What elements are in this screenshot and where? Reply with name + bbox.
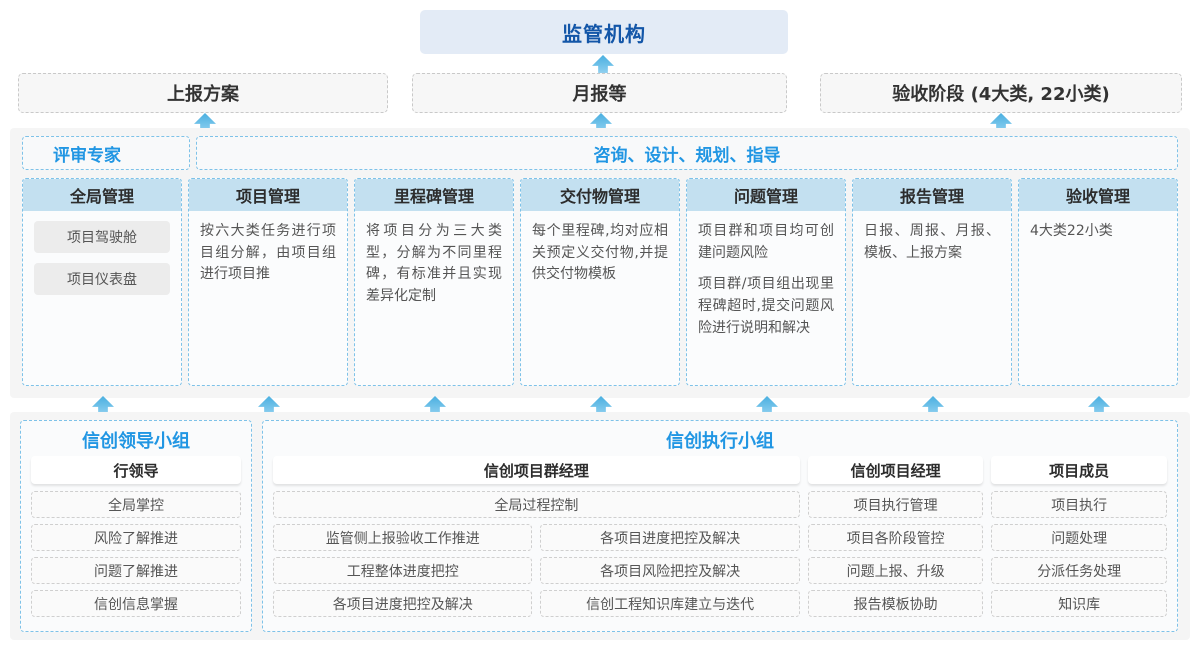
group-project-member: 项目成员 项目执行 问题处理 分派任务处理 知识库 <box>991 456 1167 623</box>
list-item[interactable]: 知识库 <box>991 590 1167 617</box>
column-global-management[interactable]: 全局管理 项目驾驶舱 项目仪表盘 <box>22 178 182 386</box>
column-milestone-management[interactable]: 里程碑管理 将项目分为三大类型，分解为不同里程碑，有标准并且实现差异化定制 <box>354 178 514 386</box>
list-item[interactable]: 各项目风险把控及解决 <box>540 557 800 584</box>
list-item[interactable]: 问题处理 <box>991 524 1167 551</box>
band-review-experts: 评审专家 <box>22 136 190 170</box>
column-body: 4大类22小类 <box>1019 211 1177 385</box>
column-acceptance-management[interactable]: 验收管理 4大类22小类 <box>1018 178 1178 386</box>
column-body: 项目驾驶舱 项目仪表盘 <box>23 211 181 385</box>
band-consulting-design: 咨询、设计、规划、指导 <box>196 136 1178 170</box>
column-body: 项目群和项目均可创建问题风险 项目群/项目组出现里程碑超时,提交问题风险进行说明… <box>687 211 845 385</box>
group-project-manager: 信创项目经理 项目执行管理 项目各阶段管控 问题上报、升级 报告模板协助 <box>807 456 984 623</box>
column-paragraph: 日报、周报、月报、模板、上报方案 <box>864 223 1000 261</box>
column-title: 问题管理 <box>687 179 845 211</box>
list-item[interactable]: 分派任务处理 <box>991 557 1167 584</box>
panel-title: 信创执行小组 <box>666 431 774 452</box>
list-item[interactable]: 监管侧上报验收工作推进 <box>273 524 533 551</box>
group-head-project-manager[interactable]: 信创项目经理 <box>807 456 984 484</box>
top-box-acceptance-stage: 验收阶段 (4大类, 22小类) <box>820 73 1182 113</box>
column-paragraph: 4大类22小类 <box>1030 223 1113 239</box>
list-item[interactable]: 信创工程知识库建立与迭代 <box>540 590 800 617</box>
program-manager-subgrid: 监管侧上报验收工作推进 工程整体进度把控 各项目进度把控及解决 各项目进度把控及… <box>273 524 800 623</box>
panel-execution-group: 信创执行小组 信创项目群经理 全局过程控制 监管侧上报验收工作推进 工程整体进度… <box>262 420 1178 632</box>
column-paragraph: 将项目分为三大类型，分解为不同里程碑，有标准并且实现差异化定制 <box>366 223 502 305</box>
column-body: 将项目分为三大类型，分解为不同里程碑，有标准并且实现差异化定制 <box>355 211 513 385</box>
list-item[interactable]: 项目执行 <box>991 491 1167 518</box>
list-item[interactable]: 信创信息掌握 <box>31 590 241 617</box>
list-item[interactable]: 风险了解推进 <box>31 524 241 551</box>
column-paragraph: 项目群和项目均可创建问题风险 <box>698 223 834 261</box>
list-item[interactable]: 各项目进度把控及解决 <box>540 524 800 551</box>
column-title: 项目管理 <box>189 179 347 211</box>
column-paragraph: 项目群/项目组出现里程碑超时,提交问题风险进行说明和解决 <box>698 276 834 336</box>
column-paragraph: 按六大类任务进行项目组分解，由项目组进行项目推 <box>200 223 336 283</box>
column-title: 报告管理 <box>853 179 1011 211</box>
list-item[interactable]: 项目各阶段管控 <box>807 524 984 551</box>
column-paragraph: 每个里程碑,均对应相关预定义交付物,并提供交付物模板 <box>532 223 668 283</box>
column-title: 全局管理 <box>23 179 181 211</box>
list-item[interactable]: 项目执行管理 <box>807 491 984 518</box>
chip-item[interactable]: 项目仪表盘 <box>34 263 170 295</box>
column-body: 每个里程碑,均对应相关预定义交付物,并提供交付物模板 <box>521 211 679 385</box>
list-item[interactable]: 全局过程控制 <box>273 491 800 518</box>
list-item[interactable]: 各项目进度把控及解决 <box>273 590 533 617</box>
program-manager-right-col: 各项目进度把控及解决 各项目风险把控及解决 信创工程知识库建立与迭代 <box>540 524 800 623</box>
column-body: 按六大类任务进行项目组分解，由项目组进行项目推 <box>189 211 347 385</box>
group-head-project-member[interactable]: 项目成员 <box>991 456 1167 484</box>
column-deliverable-management[interactable]: 交付物管理 每个里程碑,均对应相关预定义交付物,并提供交付物模板 <box>520 178 680 386</box>
chip-item[interactable]: 项目驾驶舱 <box>34 221 170 253</box>
execution-groups: 信创项目群经理 全局过程控制 监管侧上报验收工作推进 工程整体进度把控 各项目进… <box>273 456 1167 623</box>
program-manager-left-col: 监管侧上报验收工作推进 工程整体进度把控 各项目进度把控及解决 <box>273 524 533 623</box>
list-item[interactable]: 问题了解推进 <box>31 557 241 584</box>
panel-title: 信创领导小组 <box>82 431 190 452</box>
regulator-box: 监管机构 <box>420 10 788 54</box>
top-box-monthly-report: 月报等 <box>412 73 787 113</box>
list-item[interactable]: 问题上报、升级 <box>807 557 984 584</box>
bottom-section: 信创领导小组 行领导 全局掌控 风险了解推进 问题了解推进 信创信息掌握 信创执… <box>10 412 1190 640</box>
list-item[interactable]: 报告模板协助 <box>807 590 984 617</box>
group-program-manager: 信创项目群经理 全局过程控制 监管侧上报验收工作推进 工程整体进度把控 各项目进… <box>273 456 800 623</box>
column-issue-management[interactable]: 问题管理 项目群和项目均可创建问题风险 项目群/项目组出现里程碑超时,提交问题风… <box>686 178 846 386</box>
group-head-bank-leader[interactable]: 行领导 <box>31 456 241 484</box>
top-box-report-plan: 上报方案 <box>18 73 388 113</box>
column-project-management[interactable]: 项目管理 按六大类任务进行项目组分解，由项目组进行项目推 <box>188 178 348 386</box>
management-columns: 全局管理 项目驾驶舱 项目仪表盘 项目管理 按六大类任务进行项目组分解，由项目组… <box>22 178 1178 386</box>
column-body: 日报、周报、月报、模板、上报方案 <box>853 211 1011 385</box>
list-item[interactable]: 工程整体进度把控 <box>273 557 533 584</box>
column-report-management[interactable]: 报告管理 日报、周报、月报、模板、上报方案 <box>852 178 1012 386</box>
panel-leadership-group: 信创领导小组 行领导 全局掌控 风险了解推进 问题了解推进 信创信息掌握 <box>20 420 252 632</box>
column-title: 验收管理 <box>1019 179 1177 211</box>
group-head-program-manager[interactable]: 信创项目群经理 <box>273 456 800 484</box>
column-title: 里程碑管理 <box>355 179 513 211</box>
column-title: 交付物管理 <box>521 179 679 211</box>
list-item[interactable]: 全局掌控 <box>31 491 241 518</box>
middle-section: 评审专家 咨询、设计、规划、指导 全局管理 项目驾驶舱 项目仪表盘 项目管理 按… <box>10 128 1190 398</box>
